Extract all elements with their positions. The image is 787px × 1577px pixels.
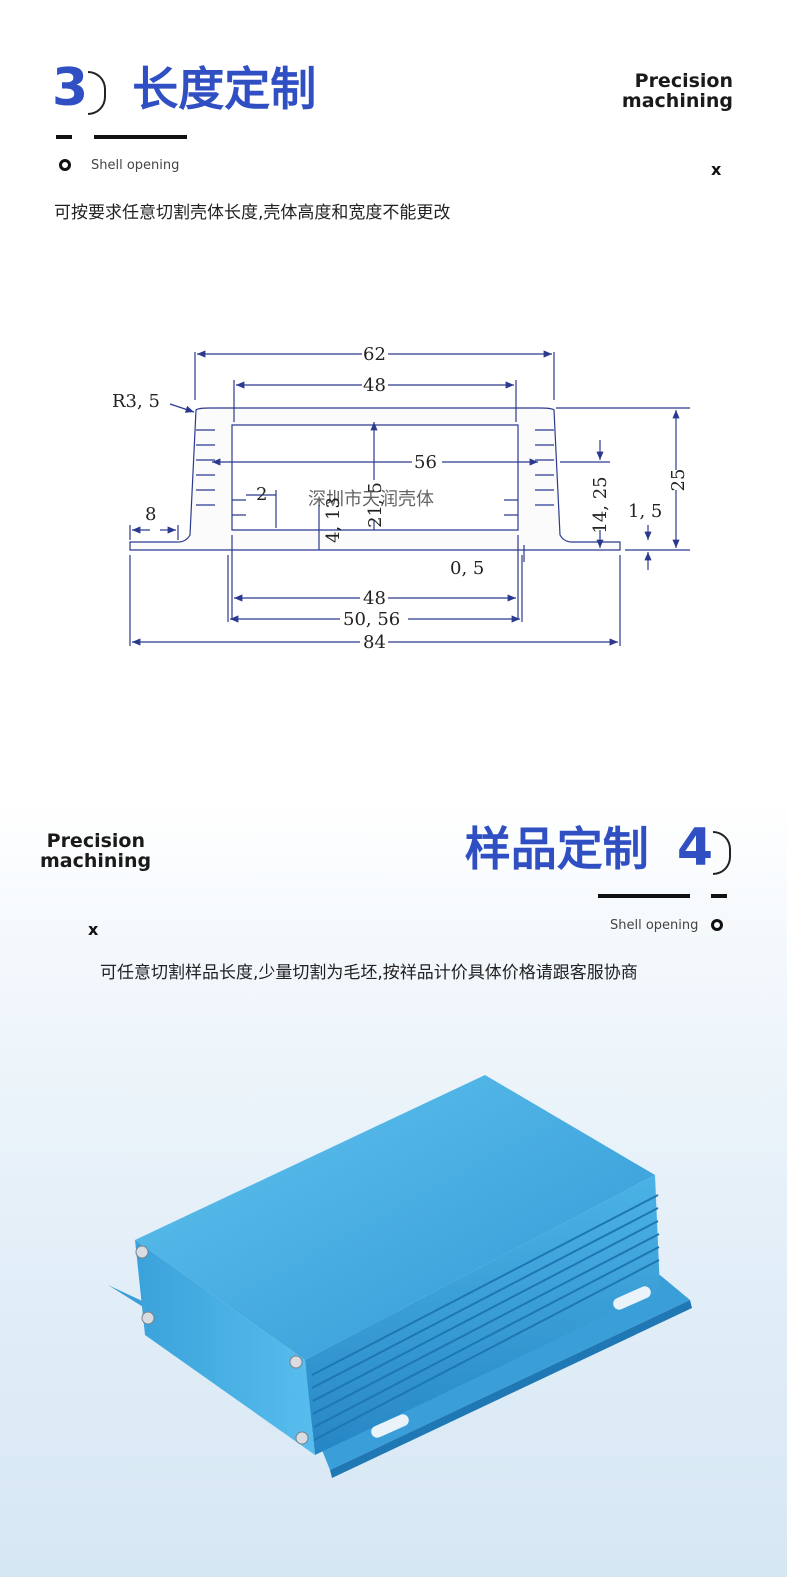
precision-line: Precision: [46, 830, 145, 852]
paren-decoration: [713, 830, 731, 875]
title-text: 长度定制: [132, 62, 317, 116]
machining-line: machining: [40, 850, 152, 872]
shell-opening-label: Shell opening: [610, 918, 699, 933]
description-text: 可任意切割样品长度,少量切割为毛坯,按祥品计价具体价格请跟客服协商: [100, 963, 638, 983]
paren-decoration: [88, 70, 107, 115]
long-bar: [94, 135, 187, 139]
x-mark: x: [711, 160, 722, 179]
dim-15: 1, 5: [628, 501, 662, 522]
precision-machining-label: Precision machining: [40, 830, 152, 872]
dim-25: 25: [668, 469, 689, 492]
precision-machining-label: Precision machining: [622, 71, 733, 111]
section-number: 3: [52, 58, 89, 118]
dim-84: 84: [363, 632, 386, 653]
section-length-custom: 3 长度定制 Precision machining Shell opening…: [52, 62, 733, 653]
watermark-text: 深圳市天润壳体: [308, 489, 434, 510]
long-bar: [598, 894, 690, 898]
dim-48-top: 48: [363, 375, 386, 396]
description-text: 可按要求任意切割壳体长度,壳体高度和宽度不能更改: [54, 203, 451, 223]
machining-line: machining: [621, 90, 733, 112]
circle-icon: [711, 919, 723, 931]
dim-48-bottom: 48: [363, 588, 386, 609]
dim-2: 2: [256, 484, 267, 505]
dim-56: 56: [414, 452, 437, 473]
dim-8: 8: [145, 504, 156, 525]
dim-r35: R3, 5: [112, 391, 160, 412]
dim-1425: 14, 25: [590, 476, 611, 533]
dim-05: 0, 5: [450, 558, 484, 579]
section-number: 4: [676, 818, 713, 878]
shell-opening-label: Shell opening: [91, 158, 180, 173]
short-bar: [56, 135, 72, 139]
dim-62: 62: [363, 344, 386, 365]
circle-icon: [59, 159, 71, 171]
section-title-length: 3 长度定制: [52, 62, 316, 115]
short-bar: [711, 894, 727, 898]
title-text: 样品定制: [464, 822, 649, 876]
dim-413: 4, 13: [323, 497, 344, 543]
x-mark: x: [88, 920, 99, 939]
dim-5056: 50, 56: [343, 609, 400, 630]
dim-215: 21, 5: [365, 482, 386, 528]
aluminum-enclosure-image: [108, 1075, 692, 1478]
cross-section-drawing: 62 48 R3, 5 56 2 8 1, 5 0, 5 48 50, 56 8…: [112, 344, 690, 653]
section-title-sample: 样品定制 4: [465, 822, 731, 875]
precision-line: Precision: [634, 70, 733, 92]
